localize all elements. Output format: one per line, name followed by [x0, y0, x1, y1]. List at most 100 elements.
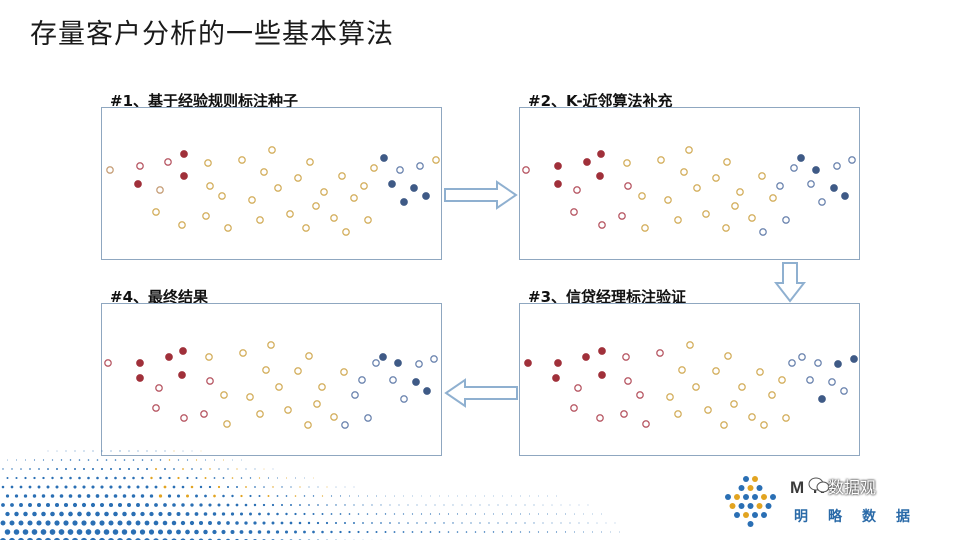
halftone-dot	[31, 529, 38, 535]
scatter-point	[410, 184, 418, 192]
scatter-point	[731, 202, 739, 210]
halftone-dot	[194, 529, 199, 535]
halftone-dot	[294, 495, 297, 497]
halftone-dot	[191, 450, 193, 452]
halftone-dot	[280, 521, 284, 525]
halftone-dot	[284, 530, 289, 534]
halftone-dot	[55, 485, 59, 489]
halftone-dot	[180, 520, 186, 526]
halftone-dot	[10, 485, 14, 489]
halftone-dot	[195, 494, 198, 498]
halftone-dot	[456, 513, 459, 515]
logo-dot	[752, 512, 758, 518]
scatter-point	[202, 212, 210, 220]
halftone-dot	[217, 503, 221, 507]
halftone-dot	[380, 504, 382, 506]
halftone-dot	[4, 529, 11, 535]
scatter-point	[730, 400, 738, 408]
halftone-dot	[533, 522, 535, 524]
halftone-dot	[326, 504, 328, 506]
halftone-dot	[501, 513, 504, 515]
halftone-dot	[294, 512, 297, 516]
halftone-dot	[114, 476, 117, 480]
halftone-dot	[420, 513, 423, 515]
halftone-dot	[167, 511, 172, 517]
scatter-point	[179, 347, 187, 355]
halftone-dot	[190, 503, 194, 507]
halftone-dot	[362, 522, 364, 524]
halftone-dot	[510, 513, 513, 515]
halftone-dot	[244, 521, 248, 525]
halftone-dot	[36, 520, 42, 526]
halftone-dot	[483, 531, 486, 533]
halftone-dot	[213, 459, 216, 461]
halftone-dot	[475, 495, 476, 497]
halftone-dot	[0, 520, 6, 526]
halftone-dot	[146, 450, 148, 452]
halftone-dot	[339, 495, 342, 497]
halftone-dot	[447, 513, 450, 515]
logo-dot	[729, 503, 736, 509]
halftone-dot	[488, 504, 490, 506]
scatter-point	[712, 367, 720, 375]
halftone-dot	[429, 513, 432, 515]
brand-chinese-name: 明略数据	[794, 509, 930, 525]
halftone-dot	[235, 503, 239, 507]
scatter-point	[220, 391, 228, 399]
halftone-dot	[177, 459, 180, 461]
halftone-dot	[77, 511, 82, 517]
scatter-point	[573, 186, 581, 194]
halftone-dot	[501, 531, 504, 533]
halftone-dot	[353, 522, 355, 524]
halftone-dot	[85, 529, 92, 535]
halftone-dot	[380, 522, 382, 524]
halftone-dot	[131, 511, 136, 517]
scatter-point	[598, 371, 606, 379]
halftone-dot	[434, 504, 436, 506]
halftone-dot	[50, 511, 55, 517]
halftone-dot	[105, 459, 108, 461]
halftone-dot	[483, 513, 486, 515]
halftone-dot	[375, 513, 378, 515]
halftone-dot	[245, 468, 247, 470]
scatter-point	[262, 366, 270, 374]
halftone-dot	[227, 468, 229, 470]
scatter-point	[412, 378, 420, 386]
halftone-dot	[443, 522, 445, 524]
halftone-dot	[317, 504, 319, 506]
halftone-dot	[1, 485, 5, 489]
scatter-point	[657, 156, 665, 164]
scatter-point	[389, 376, 397, 384]
halftone-dot	[520, 495, 521, 497]
halftone-dot	[5, 494, 10, 498]
halftone-dot	[82, 485, 86, 489]
halftone-dot	[167, 529, 172, 535]
halftone-dot	[262, 503, 266, 507]
scatter-point	[674, 216, 682, 224]
halftone-dot	[28, 503, 32, 507]
scatter-point	[400, 198, 408, 206]
scatter-point	[582, 353, 590, 361]
halftone-dot	[488, 522, 490, 524]
halftone-dot	[1, 503, 5, 507]
scatter-point	[724, 352, 732, 360]
halftone-dot	[371, 504, 373, 506]
scatter-point	[206, 377, 214, 385]
scatter-point	[415, 360, 423, 368]
halftone-dot	[191, 468, 193, 470]
logo-dot	[734, 494, 740, 500]
scatter-point	[306, 158, 314, 166]
footer-halftone-decoration	[0, 450, 620, 540]
halftone-dot	[222, 494, 225, 498]
halftone-dot	[99, 502, 105, 508]
halftone-dot	[407, 504, 409, 506]
halftone-dot	[303, 495, 306, 497]
halftone-dot	[222, 477, 225, 479]
halftone-dot	[240, 494, 243, 498]
halftone-dot	[398, 504, 400, 506]
halftone-dot	[128, 450, 130, 452]
halftone-dot	[27, 537, 33, 540]
scatter-point	[554, 162, 562, 170]
halftone-dot	[605, 522, 607, 524]
scatter-point	[828, 378, 836, 386]
